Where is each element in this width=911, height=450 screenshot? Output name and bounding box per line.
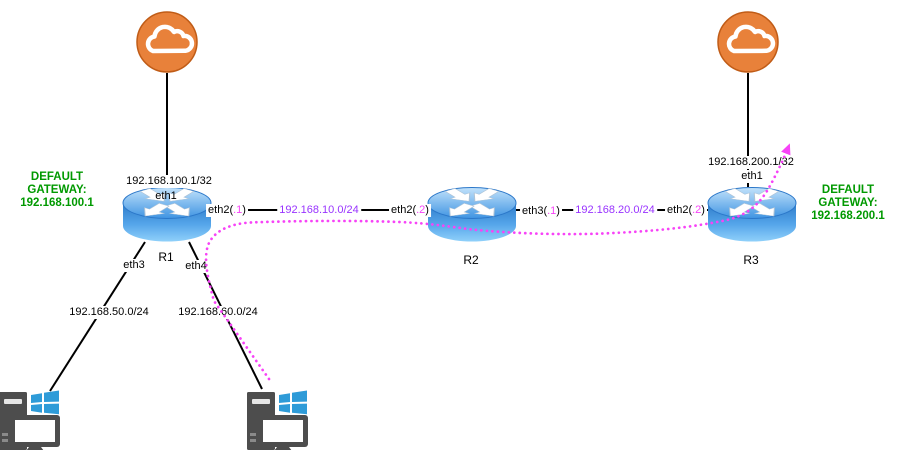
- r1-eth1-label: eth1: [155, 190, 177, 202]
- subnet-r2-r3-label: 192.168.20.0/24: [573, 204, 657, 217]
- r3-loopback-label: 192.168.200.1/32: [706, 156, 796, 169]
- r3-eth1-label: eth1: [739, 170, 765, 183]
- cloud-icon: [717, 11, 779, 75]
- cloud-icon: [136, 11, 198, 75]
- default-gateway-right-label: DEFAULT GATEWAY: 192.168.200.1: [811, 184, 885, 222]
- traffic-path: [204, 143, 791, 381]
- r3-name-label: R3: [743, 253, 759, 267]
- r1-eth4-label: eth4: [183, 260, 209, 273]
- default-gateway-left-label: DEFAULT GATEWAY: 192.168.100.1: [20, 171, 94, 209]
- r1-eth2-label: eth2(.1): [206, 204, 248, 217]
- subnet-lan-right-label: 192.168.60.0/24: [176, 306, 260, 319]
- pc-icon: [246, 387, 310, 450]
- r1-name-label: R1: [158, 250, 174, 264]
- router-icon-r2: [427, 186, 517, 244]
- r3-eth2-label: eth2(.2): [665, 204, 707, 217]
- pc-icon: [0, 387, 62, 450]
- subnet-lan-left-label: 192.168.50.0/24: [67, 306, 151, 319]
- r2-name-label: R2: [463, 253, 479, 267]
- router-icon-r3: [707, 186, 797, 244]
- r2-eth2-label: eth2(.2): [389, 204, 431, 217]
- subnet-r1-r2-label: 192.168.10.0/24: [277, 204, 361, 217]
- r2-eth3-label: eth3(.1): [520, 205, 562, 218]
- r1-eth3-label: eth3: [121, 259, 147, 272]
- r1-loopback-label: 192.168.100.1/32: [124, 175, 214, 188]
